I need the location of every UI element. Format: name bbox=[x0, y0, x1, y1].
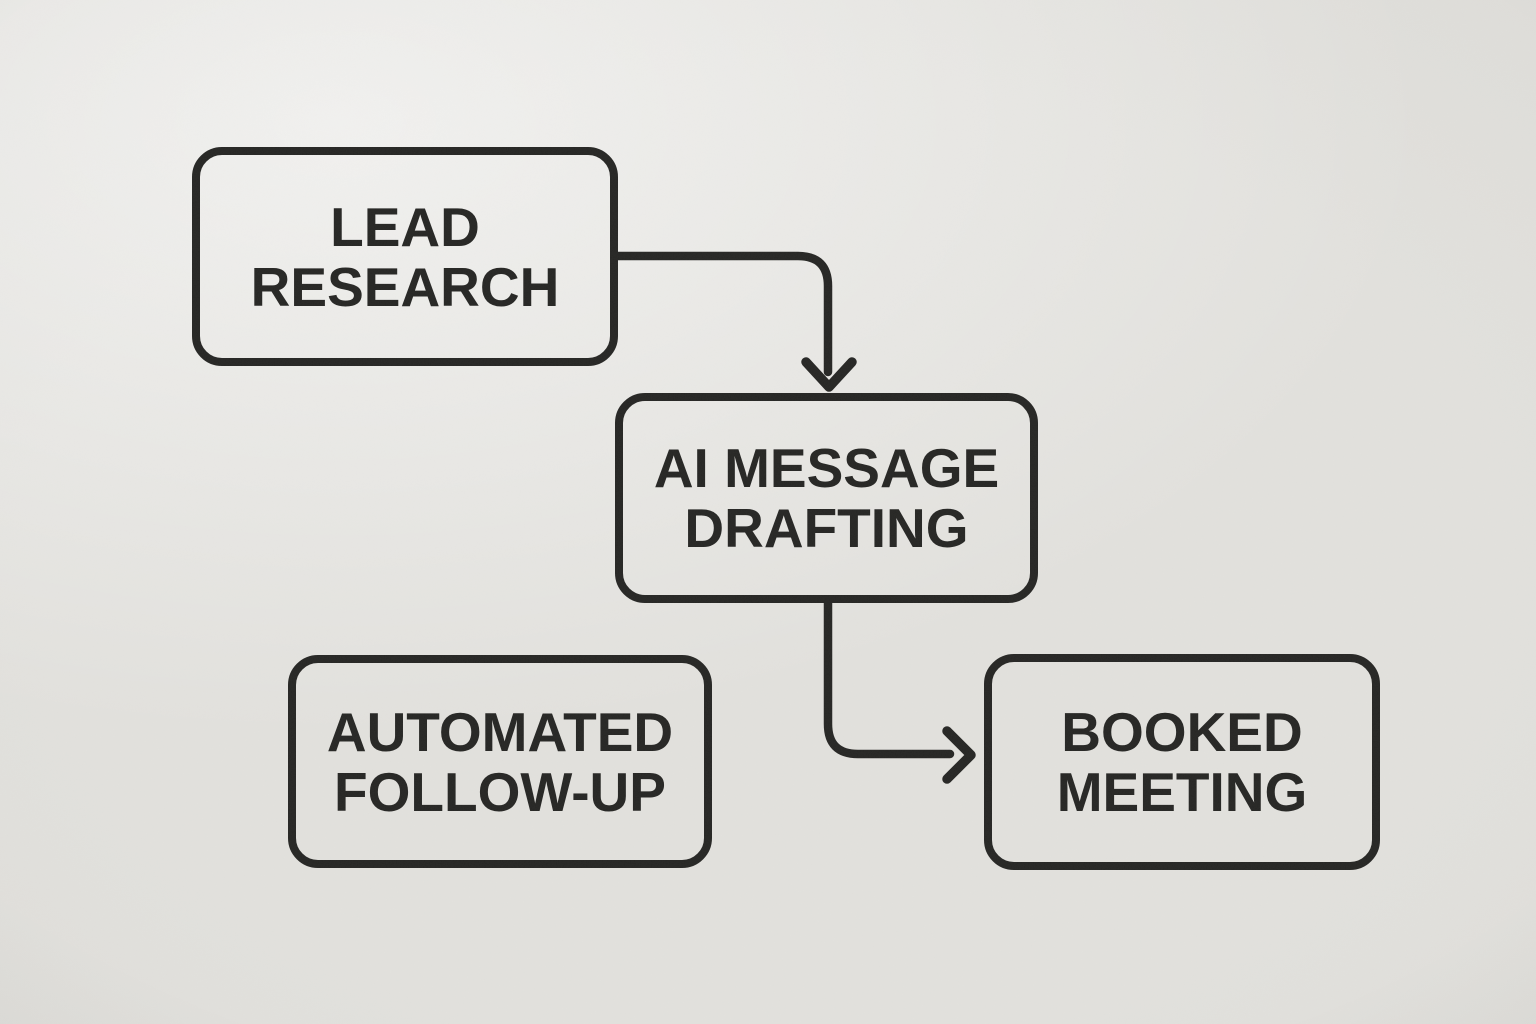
node-label-line: AUTOMATED bbox=[326, 700, 674, 763]
node-label-line: DRAFTING bbox=[684, 497, 969, 559]
node-label-line: MEETING bbox=[1056, 761, 1308, 823]
arrowhead-down-icon bbox=[801, 357, 857, 392]
edge-line bbox=[823, 596, 955, 759]
node-lead-research: LEAD RESEARCH bbox=[192, 147, 618, 366]
node-label-line: LEAD bbox=[330, 195, 480, 258]
node-label-line: RESEARCH bbox=[250, 255, 560, 318]
node-label-line: FOLLOW-UP bbox=[334, 760, 666, 823]
node-label-line: BOOKED bbox=[1061, 701, 1303, 763]
arrowhead-right-icon bbox=[942, 726, 976, 784]
edge-ai-message-drafting-to-booked-meeting bbox=[823, 596, 976, 784]
node-automated-follow-up: AUTOMATED FOLLOW-UP bbox=[288, 655, 712, 868]
edge-line bbox=[613, 251, 833, 377]
edge-lead-research-to-ai-message-drafting bbox=[613, 251, 857, 392]
node-ai-message-drafting: AI MESSAGE DRAFTING bbox=[615, 393, 1038, 603]
node-label-line: AI MESSAGE bbox=[653, 437, 1000, 499]
node-booked-meeting: BOOKED MEETING bbox=[984, 654, 1380, 870]
